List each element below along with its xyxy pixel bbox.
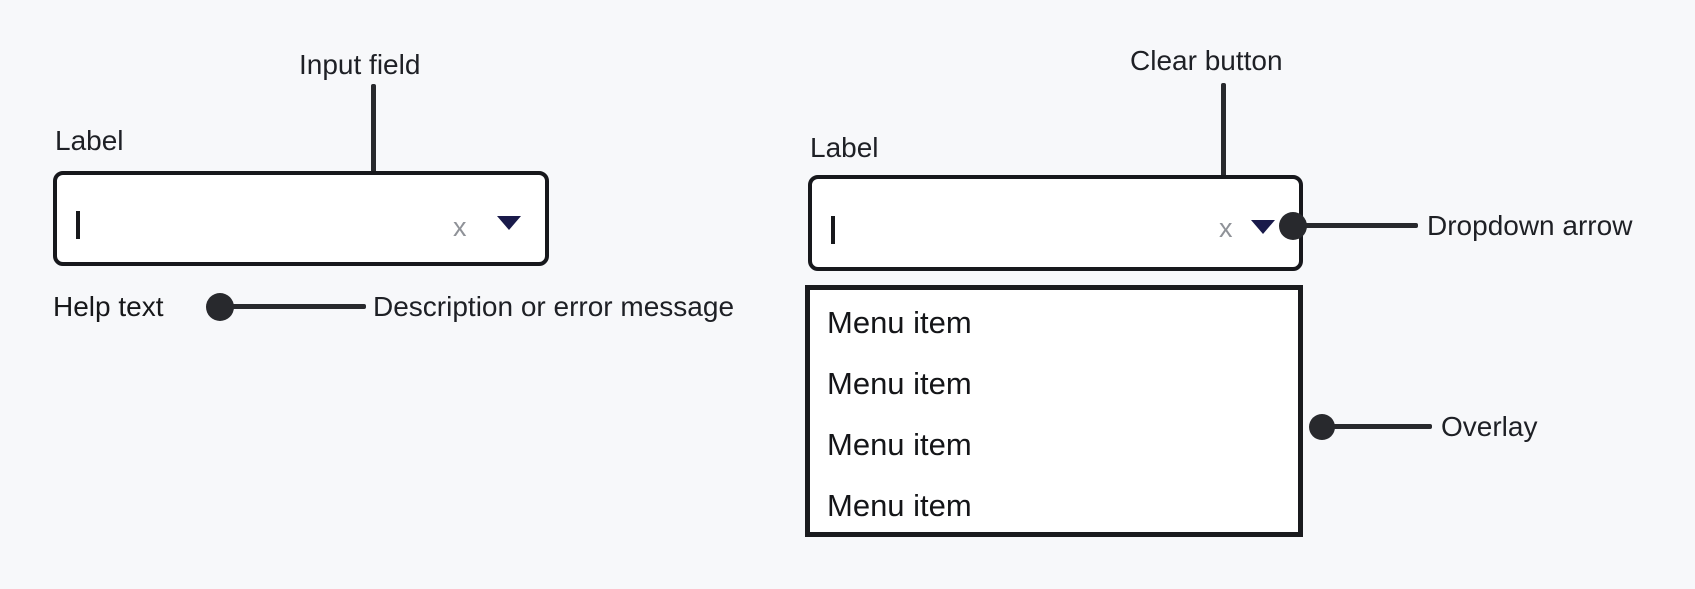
combobox-label: Label: [810, 132, 879, 163]
callout-clear-button-line: [1221, 83, 1226, 191]
callout-dropdown-arrow-line: [1300, 223, 1418, 228]
menu-item[interactable]: Menu item: [827, 305, 972, 340]
clear-button[interactable]: x: [1219, 213, 1233, 243]
callout-input-field-label: Input field: [299, 49, 421, 80]
dropdown-overlay: Menu item Menu item Menu item Menu item: [805, 285, 1303, 537]
callout-input-field-line: [371, 84, 376, 190]
combobox-input[interactable]: [53, 171, 549, 266]
help-text: Help text: [53, 291, 164, 322]
menu-item[interactable]: Menu item: [827, 366, 972, 401]
text-cursor-icon: [831, 216, 835, 244]
clear-button[interactable]: x: [453, 212, 467, 242]
dropdown-arrow-icon[interactable]: [1251, 220, 1275, 234]
combobox-input[interactable]: [808, 175, 1303, 271]
callout-help-line: [230, 304, 366, 309]
callout-help-description-label: Description or error message: [373, 291, 735, 322]
menu-item[interactable]: Menu item: [827, 427, 972, 462]
callout-overlay-label: Overlay: [1441, 411, 1538, 442]
callout-help-dot: [206, 293, 234, 321]
dropdown-arrow-icon[interactable]: [497, 216, 521, 230]
menu-item[interactable]: Menu item: [827, 488, 972, 523]
combobox-label: Label: [55, 125, 124, 156]
callout-overlay-line: [1330, 424, 1432, 429]
callout-clear-button-label: Clear button: [1130, 45, 1283, 76]
text-cursor-icon: [76, 211, 80, 239]
callout-dropdown-arrow-label: Dropdown arrow: [1427, 210, 1633, 241]
